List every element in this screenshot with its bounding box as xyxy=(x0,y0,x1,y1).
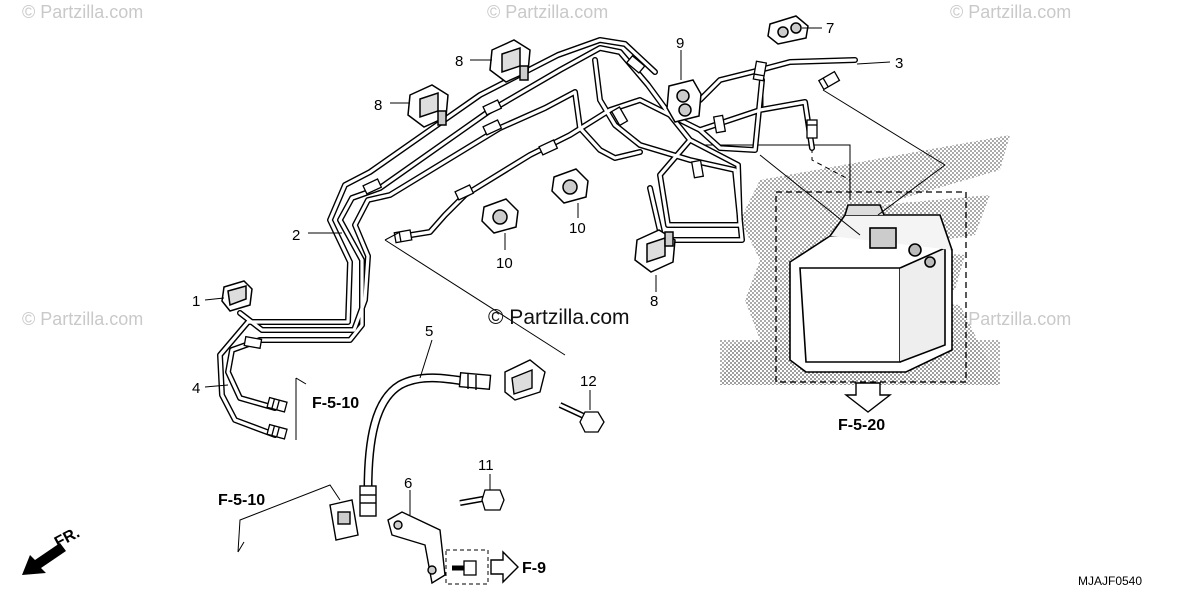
center-watermark: © Partzilla.com xyxy=(488,306,630,329)
clamp-item-10-right xyxy=(551,168,589,204)
callout-5[interactable]: 5 xyxy=(425,323,433,340)
bracket-item-6 xyxy=(387,511,446,585)
clamp-item-8-top xyxy=(489,39,531,83)
port-leader-lines xyxy=(700,80,946,236)
small-bolt-f9 xyxy=(452,560,477,576)
callout-10-left[interactable]: 10 xyxy=(496,255,513,272)
clamp-item-8-bottom xyxy=(634,229,676,273)
bolt-item-12 xyxy=(558,402,605,433)
ref-f-9[interactable]: F-9 xyxy=(522,560,546,577)
flare-nut xyxy=(752,60,768,82)
ref-f-5-10-lower[interactable]: F-5-10 xyxy=(218,492,265,509)
bolt-item-11 xyxy=(459,489,505,511)
callout-8-top[interactable]: 8 xyxy=(455,53,463,70)
ref-f-5-20[interactable]: F-5-20 xyxy=(838,417,885,434)
watermark-mid-left: © Partzilla.com xyxy=(22,309,143,329)
flare-nut xyxy=(266,396,288,413)
flare-nut xyxy=(393,229,413,244)
watermark-top-right: © Partzilla.com xyxy=(950,2,1071,22)
abs-modulator-unit[interactable] xyxy=(789,204,953,373)
diagram-code: MJAJF0540 xyxy=(1078,574,1142,588)
callout-6[interactable]: 6 xyxy=(404,475,412,492)
callout-3[interactable]: 3 xyxy=(895,55,903,72)
callout-leaders xyxy=(204,27,891,553)
clamps xyxy=(221,15,809,312)
arrow-down-icon xyxy=(843,382,893,413)
clamp-item-9 xyxy=(666,79,702,123)
front-arrow-icon xyxy=(22,543,66,575)
callout-8-bottom[interactable]: 8 xyxy=(650,293,658,310)
flare-nut xyxy=(806,119,818,139)
callout-9[interactable]: 9 xyxy=(676,35,684,52)
pipe-fittings xyxy=(243,54,841,440)
callout-2[interactable]: 2 xyxy=(292,227,300,244)
watermark-top-left: © Partzilla.com xyxy=(22,2,143,22)
joint-leader-lines xyxy=(384,231,566,356)
front-direction-indicator: FR. xyxy=(22,524,83,575)
clamp-item-1 xyxy=(221,280,253,312)
watermark-mid-right: © Partzilla.com xyxy=(950,309,1071,329)
clamp-item-8-left xyxy=(407,84,449,128)
ref-f-5-10-upper[interactable]: F-5-10 xyxy=(312,395,359,412)
flare-nut xyxy=(817,70,841,91)
brake-hose xyxy=(363,373,475,495)
arrow-right-icon xyxy=(490,550,519,584)
callout-1[interactable]: 1 xyxy=(192,293,200,310)
f9-dashed-box xyxy=(445,549,489,585)
callout-10-right[interactable]: 10 xyxy=(569,220,586,237)
watermark-top-center: © Partzilla.com xyxy=(487,2,608,22)
hose-fittings xyxy=(329,359,546,541)
flare-nut xyxy=(266,423,288,440)
callout-11[interactable]: 11 xyxy=(478,457,494,474)
clamp-item-10-left xyxy=(481,198,519,234)
callout-4[interactable]: 4 xyxy=(192,380,200,397)
clamp-item-7 xyxy=(767,15,809,45)
callout-12[interactable]: 12 xyxy=(580,373,597,390)
callout-8-left[interactable]: 8 xyxy=(374,97,382,114)
callout-7[interactable]: 7 xyxy=(826,20,834,37)
modulator-dashed-box xyxy=(775,191,967,383)
